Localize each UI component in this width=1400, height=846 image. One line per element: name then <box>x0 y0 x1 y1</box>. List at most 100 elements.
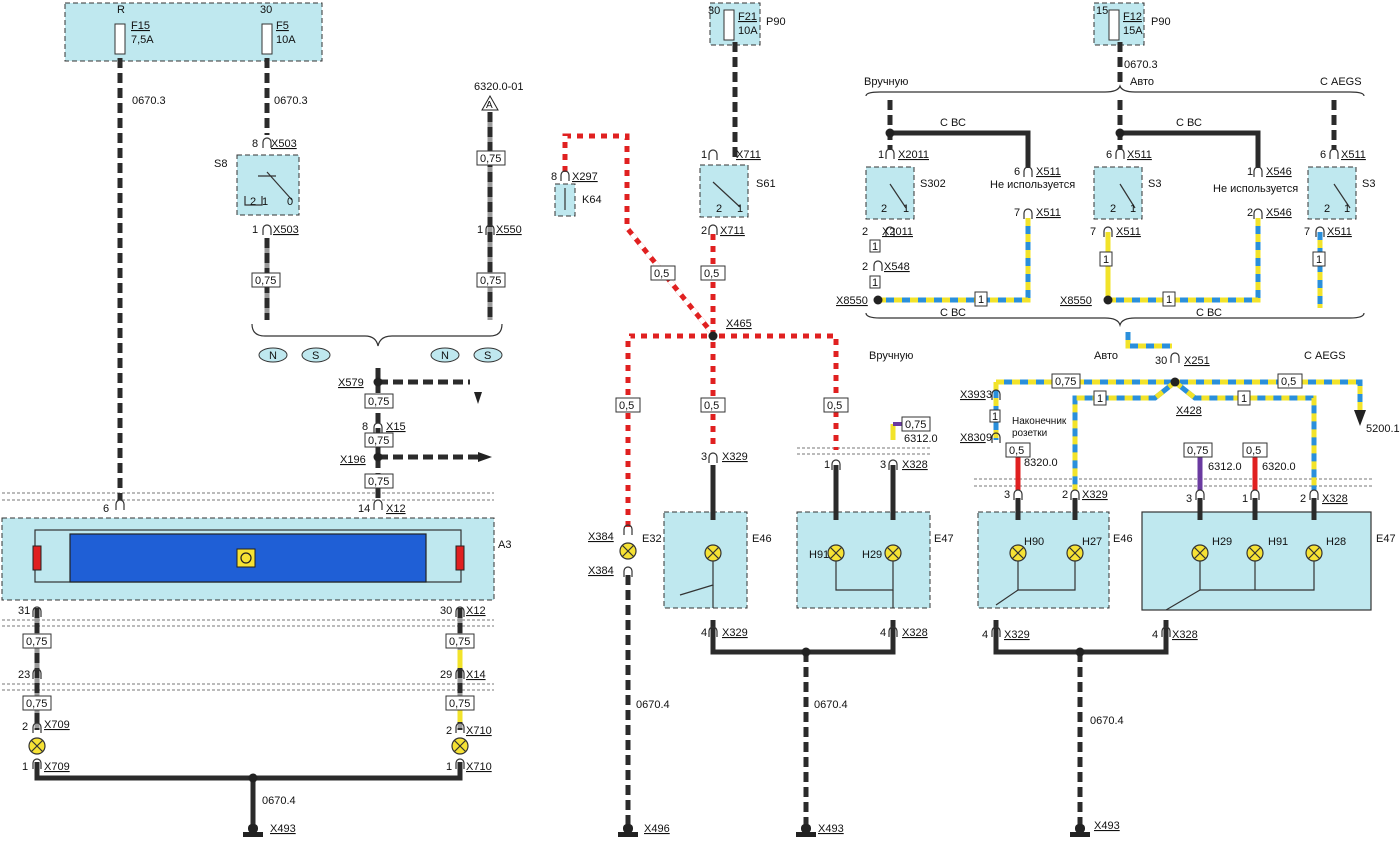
fuse-f12-terminal: 15 <box>1096 5 1108 17</box>
pin-number: 30 <box>440 605 452 617</box>
connector-label: X511 <box>1341 149 1366 161</box>
wire-size: 1 <box>992 411 998 423</box>
connector-label: X329 <box>722 451 748 463</box>
wire-size: 0,75 <box>255 275 276 287</box>
pin-number: 1 <box>701 149 707 161</box>
connector-label: X8550 <box>836 295 868 307</box>
fuse-f15-name: F15 <box>131 20 150 32</box>
wire-size: 0,75 <box>480 275 501 287</box>
connector-label: X328 <box>1172 629 1198 641</box>
pin-number: 1 <box>824 459 830 471</box>
switch-s302-box <box>865 166 915 220</box>
variant-label: Не используется <box>990 179 1075 191</box>
wire-size: 0,5 <box>619 400 634 412</box>
wire-size: 1 <box>1103 254 1109 266</box>
connector-label: X328 <box>1322 493 1348 505</box>
ground-ref: 0670.4 <box>814 699 848 711</box>
wire-size: 0,75 <box>1187 445 1208 457</box>
connector-label: X12 <box>386 503 406 515</box>
socket-label: розетки <box>1012 428 1047 439</box>
ref-label: 6320.0-01 <box>474 81 524 93</box>
variant-label: С AEGS <box>1304 350 1346 362</box>
pin-number: 31 <box>18 605 30 617</box>
component-label: E32 <box>642 533 662 545</box>
switch-pin: 1 <box>903 203 909 215</box>
connector-label: X511 <box>1327 226 1352 238</box>
connector-label: X393 <box>960 389 986 401</box>
connector-label: X14 <box>466 669 486 681</box>
connector-label: X579 <box>338 377 364 389</box>
connector-label: X384 <box>588 531 614 543</box>
wire-size: 0,5 <box>1246 445 1261 457</box>
pin-number: 2 <box>1300 493 1306 505</box>
wire-size: 0,75 <box>905 419 926 431</box>
ref-label: 6320.0 <box>1262 461 1296 473</box>
gear-marker-n: N <box>441 350 449 362</box>
wire-size: 1 <box>1316 254 1322 266</box>
fuse-f15-rating: 7,5A <box>131 34 154 46</box>
connector-label: X12 <box>466 605 486 617</box>
ref-label: 0670.3 <box>1124 59 1158 71</box>
connector-label: X297 <box>572 171 598 183</box>
ref-tag: A <box>486 100 493 111</box>
wire-size: 0,75 <box>26 698 47 710</box>
wire-size: 1 <box>1097 393 1103 405</box>
wire-size: 0,75 <box>480 153 501 165</box>
ref-label: 0670.3 <box>132 95 166 107</box>
fuse-box-f21 <box>709 2 761 46</box>
connector-label: X830 <box>960 432 986 444</box>
pin-number: 1 <box>1242 493 1248 505</box>
pin-number: 1 <box>477 224 483 236</box>
component-label: S302 <box>920 178 946 190</box>
component-label: E47 <box>1376 533 1396 545</box>
pin-number: 2 <box>1247 207 1253 219</box>
pin-number: 4 <box>1152 629 1158 641</box>
wire-size: 0,75 <box>26 636 47 648</box>
pin-number: 30 <box>1155 355 1167 367</box>
ref-label: 5200.1 <box>1366 423 1400 435</box>
connector-label: X2011 <box>898 149 929 161</box>
variant-label: Вручную <box>864 76 908 88</box>
a3-resistor-right <box>455 545 465 571</box>
variant-label: Авто <box>1130 76 1154 88</box>
component-label: E46 <box>1113 533 1133 545</box>
connector-label: X493 <box>1094 820 1120 832</box>
fuse-icon <box>1108 9 1120 41</box>
pin-number: 3 <box>986 389 992 401</box>
wire-size: 0,75 <box>368 396 389 408</box>
fuse-box-left <box>64 2 323 62</box>
wire-size: 0,5 <box>704 400 719 412</box>
fuse-icon <box>723 9 735 41</box>
pin-number: 2 <box>862 226 868 238</box>
gear-marker-s: S <box>484 350 491 362</box>
ground-ref: 0670.4 <box>636 699 670 711</box>
variant-label: С ВС <box>1196 307 1222 319</box>
switch-pin: 0 <box>287 196 293 208</box>
fuse-f5-terminal: 30 <box>260 4 272 16</box>
fuse-icon <box>261 23 273 55</box>
pin-number: 2 <box>1062 489 1068 501</box>
connector-label: X493 <box>818 823 844 835</box>
component-label: E47 <box>934 533 954 545</box>
variant-label: С ВС <box>1176 117 1202 129</box>
pin-number: 4 <box>982 629 988 641</box>
connector-label: X710 <box>466 725 492 737</box>
lamp-label: H91 <box>1268 536 1288 548</box>
connector-label: X329 <box>1082 489 1108 501</box>
wire-size: 1 <box>1241 393 1247 405</box>
connector-label: X709 <box>44 761 70 773</box>
connector-label: X493 <box>270 823 296 835</box>
component-label: S3 <box>1148 178 1161 190</box>
connector-label: X496 <box>644 823 670 835</box>
pin-number: 3 <box>1004 489 1010 501</box>
pin-number: 7 <box>1014 207 1020 219</box>
fuse-f12-block: P90 <box>1151 16 1171 28</box>
pin-number: 1 <box>446 761 452 773</box>
pin-number: 1 <box>22 761 28 773</box>
connector-label: X196 <box>340 454 366 466</box>
fuse-f5-name: F5 <box>276 20 289 32</box>
connector-label: X503 <box>273 224 299 236</box>
ref-label: 6312.0 <box>1208 461 1242 473</box>
component-label: A3 <box>498 539 511 551</box>
